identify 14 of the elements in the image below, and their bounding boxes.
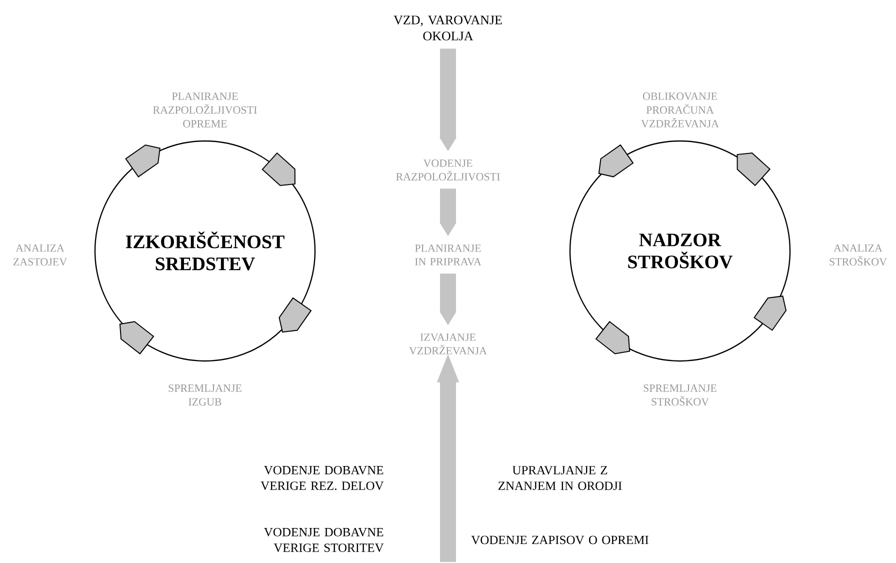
label-text: VODENJE DOBAVNE VERIGE REZ. DELOV <box>260 466 384 490</box>
step-text: VODENJE RAZPOLOŽLJIVOSTI <box>396 160 500 180</box>
step-text: IZVAJANJE VZDRŽEVANJA <box>409 334 487 354</box>
label-text: OBLIKOVANJE PRORAČUNA VZDRŽEVANJA <box>641 92 719 128</box>
label-text: VODENJE DOBAVNE VERIGE STORITEV <box>264 528 384 552</box>
label-text: SPREMLJANJE STROŠKOV <box>644 384 716 406</box>
label-text: ANALIZA ZASTOJEV <box>13 244 67 266</box>
label-text: SPREMLJANJE IZGUB <box>168 384 242 406</box>
label-text: PLANIRANJE RAZPOLOŽLJIVOSTI OPREME <box>153 92 257 128</box>
label-text: ANALIZA STROŠKOV <box>830 244 887 266</box>
label-text: UPRAVLJANJE Z ZNANJEM IN ORODJI <box>498 466 622 490</box>
heading-text: VZD, VAROVANJE OKOLJA <box>394 16 502 40</box>
step-text: PLANIRANJE IN PRIPRAVA <box>414 244 482 266</box>
label-text: VODENJE ZAPISOV O OPREMI <box>471 536 648 544</box>
